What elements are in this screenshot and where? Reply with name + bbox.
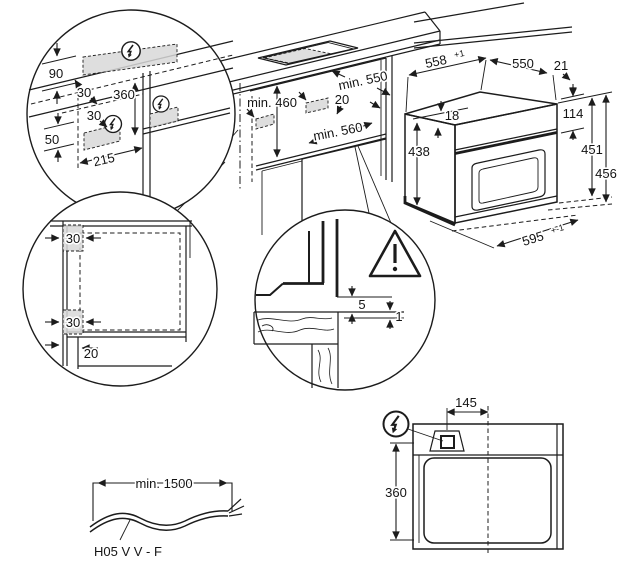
detail-circle-power-outlets: 90 30 360 30 50 215 xyxy=(26,9,236,219)
dim-558-label: 558 xyxy=(424,52,448,71)
outlet-zone-back xyxy=(305,97,329,114)
dim-50-label: 50 xyxy=(45,132,59,147)
power-icon xyxy=(121,41,141,61)
dim-550-label: 550 xyxy=(512,56,534,71)
dim-145-label: 145 xyxy=(455,395,477,410)
top-view-drawing: 145 360 xyxy=(382,393,564,556)
warning-icon xyxy=(368,229,422,278)
outlet-zone-left xyxy=(255,113,275,130)
dim-18-label: 18 xyxy=(445,108,459,123)
dim-595-tolerance: +-1 xyxy=(549,222,565,235)
clearance-zone-top xyxy=(62,224,84,252)
dim-20-gap-label: 20 xyxy=(335,92,349,107)
power-icon xyxy=(382,410,410,438)
dim-21-label: 21 xyxy=(554,58,568,73)
detail-circle-side-clearance: 30 30 20 xyxy=(22,191,218,387)
clearance-zone-bottom xyxy=(62,309,84,335)
dim-360-topview-label: 360 xyxy=(385,485,407,500)
dim-30-clearance-top: 30 xyxy=(66,231,80,246)
dim-558-tolerance: +1 xyxy=(453,48,465,60)
dim-30-upper-label: 30 xyxy=(77,85,91,100)
power-icon xyxy=(103,114,123,134)
dim-215-label: 215 xyxy=(92,150,117,169)
power-cable-drawing: min. 1500 H05 V V - F xyxy=(89,474,245,561)
outlet-zone-right xyxy=(149,106,179,129)
dim-595-label: 595 xyxy=(520,228,545,249)
dim-5-gap-label: 5 xyxy=(358,297,365,312)
dim-20-clearance: 20 xyxy=(84,346,98,361)
cable-type-label: H05 V V - F xyxy=(94,544,162,559)
dim-451-label: 451 xyxy=(581,142,603,157)
dim-90-label: 90 xyxy=(49,66,63,81)
dim-min460-label: min. 460 xyxy=(247,95,297,110)
dim-456-label: 456 xyxy=(595,166,617,181)
scene-cabinet-worktop: min. 550 20 min. 460 min. 560 xyxy=(149,2,573,235)
oven-isometric: 558 +1 550 21 18 114 438 451 456 5 xyxy=(403,46,618,250)
dim-360-label: 360 xyxy=(113,87,135,102)
detail-circle-front-gap: 5 1 xyxy=(253,209,436,391)
dim-114-label: 114 xyxy=(563,106,584,121)
cable-min-length-label: min. 1500 xyxy=(135,476,192,491)
dim-1-gap-label: 1 xyxy=(395,309,402,324)
dim-min560-label: min. 560 xyxy=(312,119,364,143)
dim-30-clearance-bottom: 30 xyxy=(66,315,80,330)
power-icon xyxy=(152,95,170,113)
dim-30-lower-label: 30 xyxy=(87,108,101,123)
dim-438-label: 438 xyxy=(408,144,430,159)
